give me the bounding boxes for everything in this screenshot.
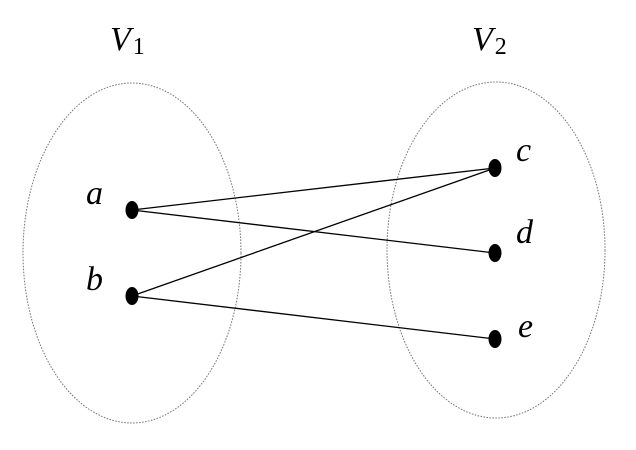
vertex-c-dot bbox=[488, 159, 502, 177]
edge-b-c bbox=[131, 167, 496, 297]
vertex-c: c bbox=[488, 132, 531, 177]
set-v1-outline bbox=[22, 82, 242, 424]
edge-b-e bbox=[131, 295, 496, 340]
vertex-e-label: e bbox=[518, 308, 533, 345]
set-v2-label: V2 bbox=[472, 21, 507, 60]
set-v2-outline bbox=[386, 81, 606, 419]
set-v2: V2 bbox=[386, 21, 606, 419]
vertex-a: a bbox=[86, 175, 139, 219]
vertex-a-dot bbox=[125, 201, 139, 219]
vertex-d: d bbox=[488, 214, 534, 262]
vertex-a-label: a bbox=[86, 175, 103, 212]
vertex-e-dot bbox=[488, 330, 502, 348]
set-v1-label: V1 bbox=[110, 21, 145, 60]
vertex-c-label: c bbox=[516, 132, 531, 169]
vertex-b-label: b bbox=[86, 261, 103, 298]
set-v1: V1 bbox=[22, 21, 242, 424]
edges bbox=[131, 167, 496, 340]
vertex-e: e bbox=[488, 308, 533, 348]
edge-a-c bbox=[131, 167, 496, 211]
vertex-d-label: d bbox=[516, 214, 534, 251]
vertex-b-dot bbox=[125, 287, 139, 305]
vertex-d-dot bbox=[488, 244, 502, 262]
vertex-b: b bbox=[86, 261, 139, 305]
